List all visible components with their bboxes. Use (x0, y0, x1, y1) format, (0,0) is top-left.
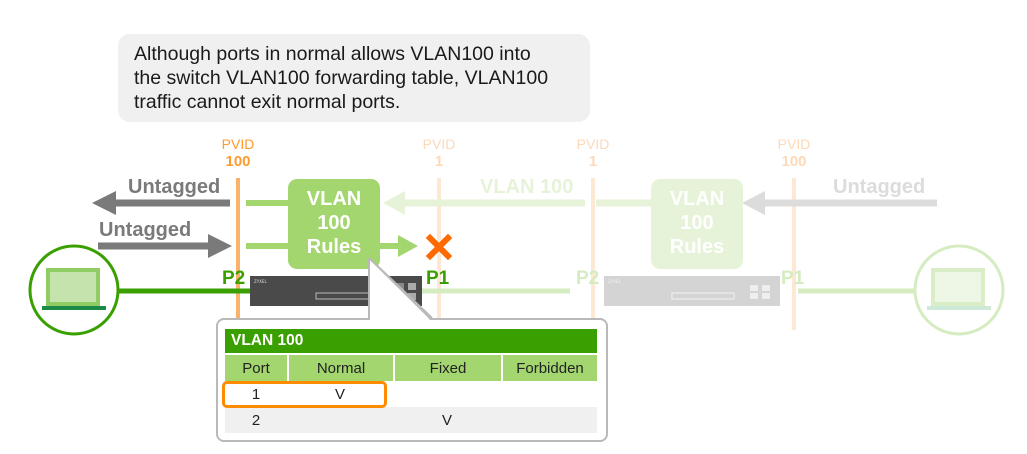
note-line: the switch VLAN100 forwarding table, VLA… (134, 67, 549, 89)
pvid-label: PVID (576, 136, 610, 152)
svg-text:ZYXEL: ZYXEL (254, 279, 267, 284)
cell-normal: V (334, 385, 345, 403)
rules-line: 100 (317, 212, 351, 234)
pvid-label: PVID (221, 136, 255, 152)
cell-normal (287, 407, 393, 433)
table-row: 2 V (225, 407, 597, 433)
green-forward-head (398, 235, 418, 257)
port-label-left-p2: P2 (222, 268, 246, 289)
cell-fixed: V (393, 407, 501, 433)
port-label-right-p1: P1 (781, 268, 805, 289)
port-label-left-p1: P1 (426, 268, 450, 289)
rules-line: VLAN (306, 188, 362, 210)
vlan100-label: VLAN 100 (480, 176, 574, 198)
vlan-rules-box-left: VLAN 100 Rules (288, 179, 380, 269)
row-highlight (222, 381, 387, 408)
table-row: 1 V (225, 381, 597, 407)
svg-text:ZYXEL: ZYXEL (608, 279, 621, 284)
untagged-out-head (92, 191, 116, 215)
rules-line: Rules (669, 236, 725, 258)
note-line: Although ports in normal allows VLAN100 … (134, 43, 531, 65)
pvid-right-p2: PVID 1 (563, 136, 623, 170)
rules-line: Rules (306, 236, 362, 258)
pvid-value: 100 (225, 153, 251, 170)
right-untagged-head (742, 191, 765, 215)
pc-left-icon (28, 244, 120, 336)
pvid-right-p1: PVID 100 (764, 136, 824, 170)
switch-right-icon: ZYXEL (604, 276, 780, 306)
rules-line: VLAN (669, 188, 725, 210)
pc-right-icon (913, 244, 1005, 336)
pvid-value: 100 (781, 153, 807, 170)
column-header-forbidden: Forbidden (501, 353, 597, 381)
pvid-value: 1 (434, 153, 444, 170)
note-bubble (118, 34, 590, 122)
pvid-left-p1: PVID 1 (409, 136, 469, 170)
untagged-out-label: Untagged (128, 176, 221, 198)
cell-fixed (393, 381, 501, 407)
pvid-label: PVID (422, 136, 456, 152)
column-header-normal: Normal (287, 353, 393, 381)
cell-forbidden (501, 407, 597, 433)
column-header-port: Port (225, 353, 287, 381)
cell-forbidden (501, 381, 597, 407)
pvid-label: PVID (777, 136, 811, 152)
cell-port: 1 (251, 385, 261, 403)
pvid-value: 1 (588, 153, 598, 170)
x-mark-icon (425, 233, 453, 261)
vlan-table-title: VLAN 100 (225, 329, 597, 353)
note-text: Although ports in normal allows VLAN100 … (134, 42, 584, 114)
column-header-fixed: Fixed (393, 353, 501, 381)
cell-port: 2 (225, 407, 287, 433)
right-untagged-label: Untagged (833, 176, 926, 198)
untagged-in-head (208, 234, 232, 258)
untagged-in-label: Untagged (99, 219, 192, 241)
vlan-rules-box-right: VLAN 100 Rules (651, 179, 743, 269)
port-label-right-p2: P2 (576, 268, 600, 289)
note-line: traffic cannot exit normal ports. (134, 91, 401, 113)
rules-line: 100 (680, 212, 714, 234)
pvid-left-p2: PVID 100 (208, 136, 268, 170)
vlan100-arrow-head (383, 191, 405, 215)
vlan-table: VLAN 100 Port Normal Fixed Forbidden 1 V… (225, 329, 597, 433)
